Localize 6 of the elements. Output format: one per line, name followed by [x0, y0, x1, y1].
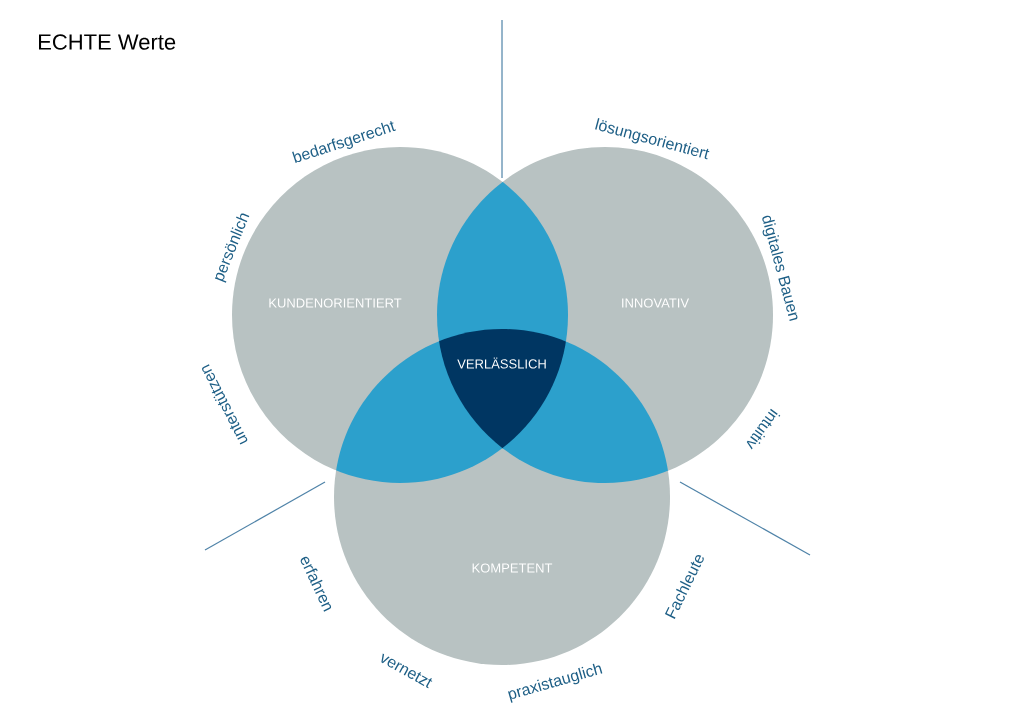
node-label: VERLÄSSLICH	[457, 357, 546, 369]
node-label: KOMPETENT	[472, 563, 553, 573]
value-word: digitales Bauen	[762, 215, 798, 322]
node-label: KUNDENORIENTIERT	[269, 298, 402, 308]
title: ECHTE Werte	[39, 34, 176, 50]
node-label: INNOVATIV	[622, 298, 690, 308]
